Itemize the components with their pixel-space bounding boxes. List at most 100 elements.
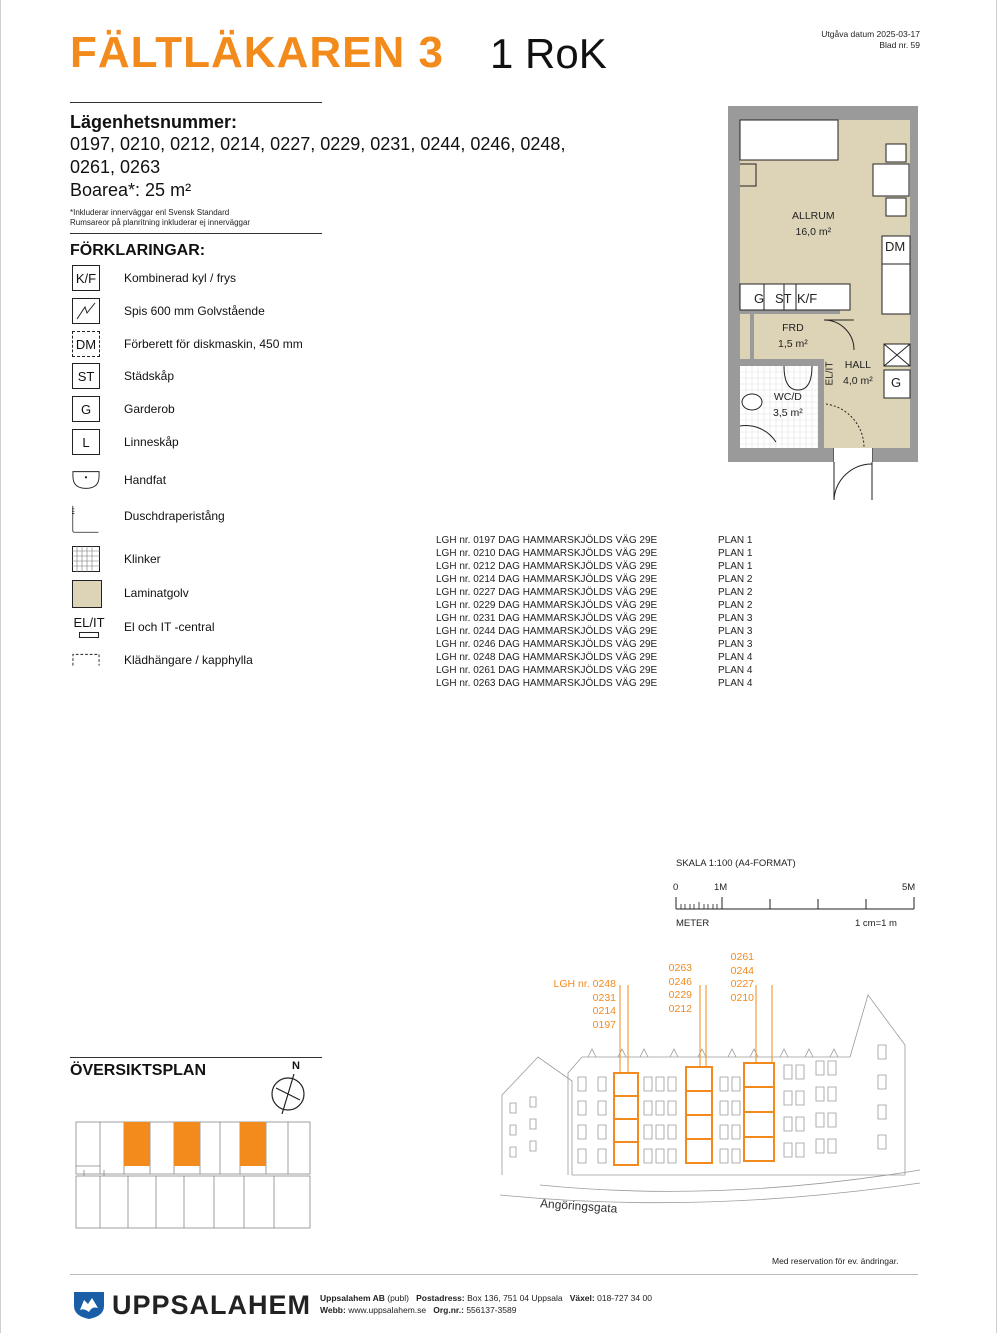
footer-address: Box 136, 751 04 Uppsala [467, 1293, 563, 1303]
legend-label: Garderob [124, 402, 175, 416]
legend-item-sink: Handfat [72, 467, 372, 495]
unit-plan: PLAN 2 [718, 600, 753, 611]
company-name: UPPSALAHEM [112, 1290, 312, 1320]
legend-item-kf: K/F Kombinerad kyl / frys [72, 265, 372, 293]
legend-label: Kombinerad kyl / frys [124, 271, 237, 285]
scale-label-1m: 1M [714, 882, 728, 893]
footer-divider [70, 1274, 918, 1275]
area-note: *Inkluderar innerväggar enl Svensk Stand… [70, 208, 250, 228]
building-label: 0246 [668, 975, 692, 988]
room-frd: FRD 1,5 m² [778, 322, 808, 350]
clothes-hanger-icon [72, 647, 100, 673]
stove-icon [72, 298, 100, 324]
building-label: 0214 [592, 1005, 616, 1017]
room-wc-name: WC/D [773, 391, 802, 403]
unit-address: LGH nr. 0197 DAG HAMMARSKJÖLDS VÄG 29E [436, 535, 658, 546]
legend-item-elit: EL/IT El och IT -central [72, 614, 372, 642]
linen-closet-icon: L [72, 429, 100, 455]
legend-label: Handfat [124, 473, 167, 487]
unit-address: LGH nr. 0263 DAG HAMMARSKJÖLDS VÄG 29E [436, 678, 658, 689]
electrical-panel-symbol: EL/IT [73, 615, 105, 630]
unit-address: LGH nr. 0229 DAG HAMMARSKJÖLDS VÄG 29E [436, 600, 658, 611]
legend-item-dm: DM Förberett för diskmaskin, 450 mm [72, 331, 372, 359]
area-note-1: *Inkluderar innerväggar enl Svensk Stand… [70, 208, 230, 217]
building-label: 0244 [730, 964, 754, 977]
electrical-panel-mark [79, 632, 99, 638]
footer-company-suffix: (publ) [387, 1293, 409, 1303]
unit-address: LGH nr. 0210 DAG HAMMARSKJÖLDS VÄG 29E [436, 548, 658, 559]
unit-plan: PLAN 3 [718, 626, 753, 637]
building-label: 0197 [592, 1018, 616, 1031]
legend-label: Klinker [124, 552, 161, 566]
unit-plan: PLAN 3 [718, 639, 753, 650]
wardrobe-icon: G [72, 396, 100, 422]
sink-icon [72, 467, 100, 493]
table-row: LGH nr. 0212 DAG HAMMARSKJÖLDS VÄG 29E PL… [436, 560, 752, 573]
north-arrow-icon: N [268, 1060, 314, 1115]
footer-phone-label: Växel: [569, 1293, 595, 1303]
legend-item-laminate: Laminatgolv [72, 580, 372, 608]
fridge-freezer-label: K/F [797, 291, 818, 306]
page-left-edge [0, 0, 1, 1333]
apartment-area: Boarea*: 25 m² [70, 180, 192, 200]
scale-ratio: 1 cm=1 m [855, 918, 897, 929]
room-wc-area: 3,5 m² [773, 407, 803, 419]
building-group1-labels: LGH nr. 0248 0231 0214 0197 [530, 978, 616, 1032]
legend-item-stove: Spis 600 mm Golvstående [72, 298, 372, 326]
scale-bar [675, 897, 915, 910]
footer-org-number: 556137-3589 [466, 1305, 517, 1315]
room-allrum: ALLRUM 16,0 m² [792, 210, 835, 238]
unit-address: LGH nr. 0246 DAG HAMMARSKJÖLDS VÄG 29E [436, 639, 658, 650]
table-row: LGH nr. 0197 DAG HAMMARSKJÖLDS VÄG 29E PL… [436, 534, 752, 547]
disclaimer: Med reservation för ev. ändringar. [772, 1256, 899, 1266]
unit-plan: PLAN 2 [718, 574, 753, 585]
unit-plan: PLAN 1 [718, 548, 753, 559]
footer-line-1: Uppsalahem AB (publ) Postadress: Box 136… [320, 1293, 652, 1303]
cleaning-closet-label: ST [775, 291, 792, 306]
unit-address: LGH nr. 0244 DAG HAMMARSKJÖLDS VÄG 29E [436, 626, 658, 637]
legend-item-g: G Garderob [72, 396, 372, 424]
floor-plan [728, 106, 918, 501]
table-row: LGH nr. 0246 DAG HAMMARSKJÖLDS VÄG 29E PL… [436, 638, 752, 651]
cleaning-closet-icon: ST [72, 363, 100, 389]
room-allrum-area: 16,0 m² [795, 226, 832, 238]
footer-web-label: Webb: [320, 1305, 346, 1315]
building-elevation [500, 985, 921, 1204]
apartment-type: 1 RoK [490, 30, 607, 77]
units-table: LGH nr. 0197 DAG HAMMARSKJÖLDS VÄG 29E PL… [436, 534, 752, 690]
legend-label: Linneskåp [124, 435, 179, 449]
legend-label: Duschdraperistång [124, 509, 225, 523]
table-row: LGH nr. 0244 DAG HAMMARSKJÖLDS VÄG 29E PL… [436, 625, 752, 638]
building-label: 0227 [730, 978, 754, 990]
unit-plan: PLAN 4 [718, 665, 753, 676]
legend-item-tiles: Klinker [72, 546, 372, 574]
room-hall-name: HALL [844, 359, 872, 371]
scale-label-5m: 5M [902, 882, 916, 893]
footer-web-link[interactable]: www.uppsalahem.se [348, 1305, 427, 1315]
unit-plan: PLAN 1 [718, 561, 753, 572]
apartment-numbers-line2: 0261, 0263 [70, 157, 161, 177]
legend-item-hanger: Klädhängare / kapphylla [72, 647, 372, 675]
north-label: N [292, 1060, 300, 1072]
project-title: FÄLTLÄKAREN 3 [70, 28, 444, 77]
tiles-icon [72, 546, 100, 572]
scale-label-0: 0 [673, 882, 679, 893]
unit-address: LGH nr. 0248 DAG HAMMARSKJÖLDS VÄG 29E [436, 652, 658, 663]
unit-address: LGH nr. 0231 DAG HAMMARSKJÖLDS VÄG 29E [436, 613, 658, 624]
footer-company-legal: Uppsalahem AB [320, 1293, 385, 1303]
table-row: LGH nr. 0229 DAG HAMMARSKJÖLDS VÄG 29E PL… [436, 599, 752, 612]
unit-address: LGH nr. 0214 DAG HAMMARSKJÖLDS VÄG 29E [436, 574, 658, 585]
unit-plan: PLAN 1 [718, 535, 753, 546]
room-hall-area: 4,0 m² [843, 375, 873, 387]
legend-item-shower-rod: Duschdraperistång [72, 500, 372, 538]
building-label: 0263 [668, 962, 692, 974]
release-date: Utgåva datum 2025-03-17 [821, 29, 920, 39]
area-note-2: Rumsareor på planritning inkluderar ej i… [70, 218, 251, 227]
building-label: 0210 [730, 991, 754, 1004]
unit-address: LGH nr. 0212 DAG HAMMARSKJÖLDS VÄG 29E [436, 561, 658, 572]
fridge-freezer-icon: K/F [72, 265, 100, 291]
building-label: 0212 [668, 1002, 692, 1015]
footer-address-label: Postadress: [416, 1293, 465, 1303]
